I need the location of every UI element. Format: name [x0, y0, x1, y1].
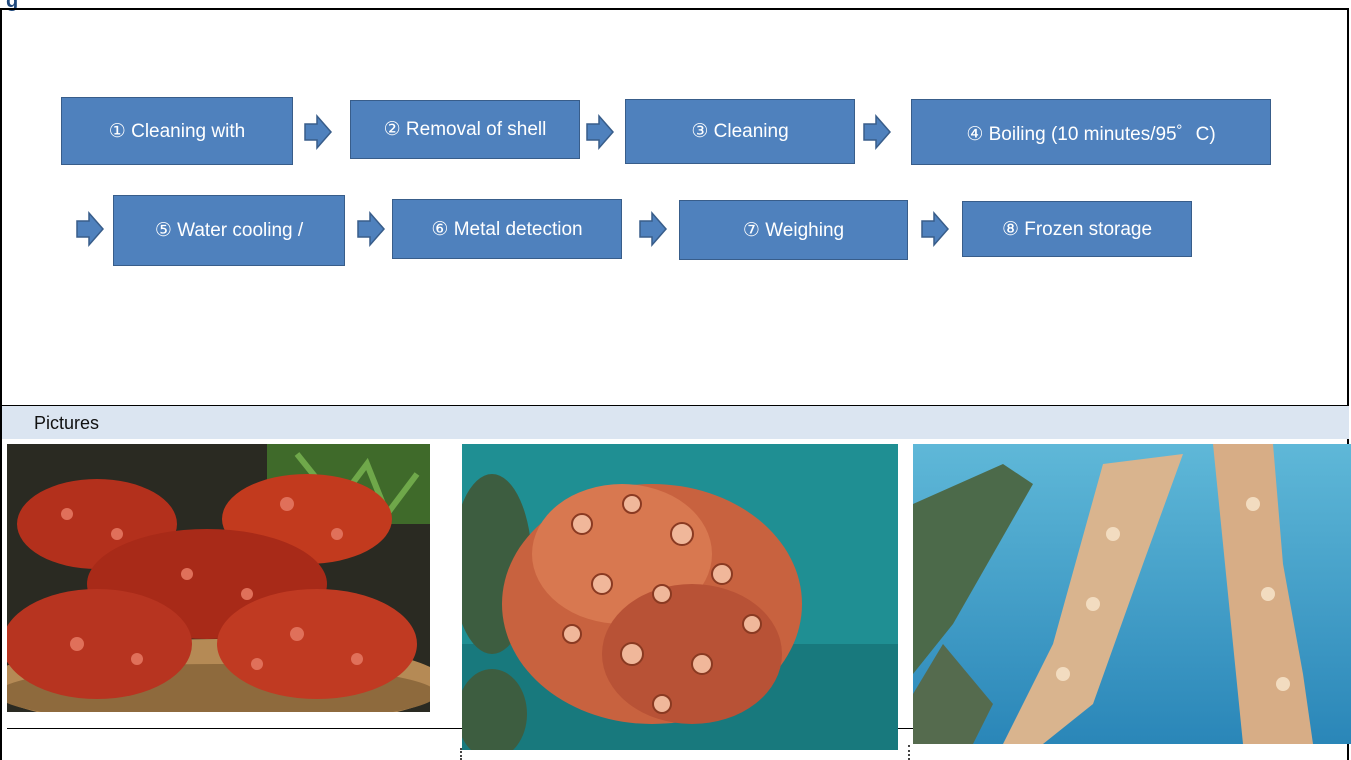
step-1-box: ① Cleaning with: [61, 97, 293, 165]
step-4-label: ④ Boiling (10 minutes/95゜C): [966, 119, 1215, 146]
step-6-box: ⑥ Metal detection: [392, 199, 622, 259]
arrow-right-icon: [356, 211, 386, 247]
arrow-right-icon: [862, 114, 892, 150]
step-7-box: ⑦ Weighing: [679, 200, 908, 260]
photo-sea-squirt-ropes: [913, 444, 1351, 744]
top-bar: g: [0, 0, 1351, 8]
arrow-right-icon: [585, 114, 615, 150]
step-8-box: ⑧ Frozen storage: [962, 201, 1192, 257]
arrow-right-icon: [638, 211, 668, 247]
table-rule: [7, 728, 462, 729]
step-5-box: ⑤ Water cooling /: [113, 195, 345, 266]
step-7-label: ⑦ Weighing: [743, 219, 844, 242]
table-rule: [898, 728, 913, 729]
pictures-label: Pictures: [34, 413, 99, 433]
step-3-label: ③ Cleaning: [691, 120, 788, 143]
step-4-box: ④ Boiling (10 minutes/95゜C): [911, 99, 1271, 165]
step-3-box: ③ Cleaning: [625, 99, 855, 164]
step-6-label: ⑥ Metal detection: [431, 218, 582, 241]
photo-sea-squirt-cluster: [462, 444, 898, 750]
photo-boiled-sea-squirts: [7, 444, 430, 712]
step-1-label: ① Cleaning with: [109, 120, 245, 143]
arrow-right-icon: [303, 114, 333, 150]
arrow-right-icon: [75, 211, 105, 247]
step-2-box: ② Removal of shell: [350, 100, 580, 159]
step-5-label: ⑤ Water cooling /: [155, 219, 303, 242]
step-2-label: ② Removal of shell: [384, 118, 547, 141]
cell-divider: [460, 748, 464, 760]
arrow-right-icon: [920, 211, 950, 247]
cell-divider: [908, 745, 912, 760]
step-8-label: ⑧ Frozen storage: [1002, 218, 1152, 241]
pictures-section-header: Pictures: [2, 405, 1349, 439]
